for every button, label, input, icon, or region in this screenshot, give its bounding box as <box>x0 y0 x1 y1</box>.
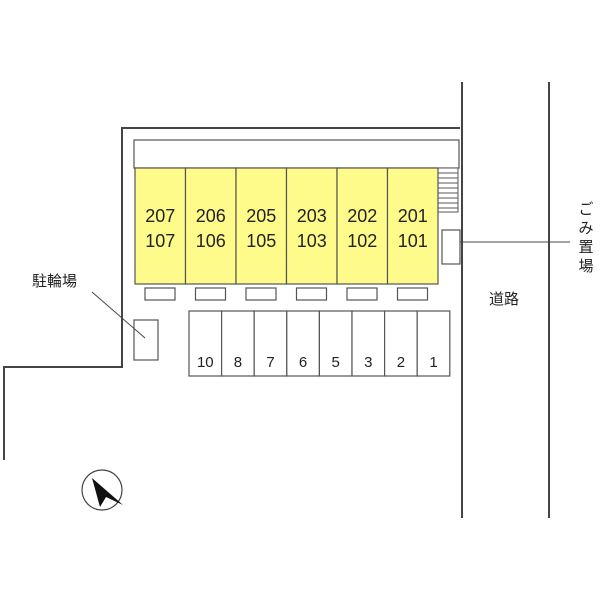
parking-space-number: 3 <box>364 354 372 371</box>
parking-space <box>384 310 418 377</box>
staircase <box>437 167 459 213</box>
unit-block <box>184 167 237 285</box>
parking-lot: 10 8 7 6 5 3 2 1 <box>188 310 451 377</box>
bicycle-parking-label: 駐輪場 <box>32 272 77 290</box>
garbage-area-label: ごみ置場 <box>578 200 593 275</box>
property-boundary <box>3 127 460 460</box>
balcony <box>396 287 429 301</box>
unit-block <box>134 167 187 285</box>
parking-space-number: 1 <box>429 354 437 371</box>
bicycle-parking-leader <box>91 291 146 339</box>
parking-space-number: 5 <box>332 354 340 371</box>
unit-lower-number: 105 <box>246 231 276 251</box>
road-label: 道路 <box>489 290 519 308</box>
unit-upper-number: 203 <box>297 206 327 226</box>
unit-block <box>336 167 389 285</box>
unit-block <box>235 167 288 285</box>
parking-space-number: 2 <box>397 354 405 371</box>
parking-space <box>188 310 223 377</box>
balcony <box>346 287 378 301</box>
unit-upper-number: 205 <box>246 206 276 226</box>
unit-lower-number: 106 <box>196 231 226 251</box>
unit-lower-number: 102 <box>347 231 377 251</box>
parking-space-number: 10 <box>197 354 214 371</box>
unit-upper-number: 201 <box>398 206 428 226</box>
balcony <box>194 287 227 301</box>
unit-upper-number: 207 <box>145 206 175 226</box>
unit-lower-number: 107 <box>145 231 175 251</box>
parking-space <box>286 310 320 377</box>
building-corridor <box>133 139 460 169</box>
parking-space <box>416 310 451 377</box>
unit-upper-number: 202 <box>347 206 377 226</box>
parking-space <box>351 310 386 377</box>
balcony <box>245 287 277 301</box>
balcony <box>144 287 176 301</box>
unit-upper-number: 206 <box>196 206 226 226</box>
balcony <box>295 287 328 301</box>
parking-space <box>318 310 353 377</box>
parking-space-number: 7 <box>266 354 274 371</box>
bicycle-parking-area <box>133 319 159 361</box>
unit-block <box>285 167 338 285</box>
parking-space-number: 6 <box>299 354 307 371</box>
unit-lower-number: 101 <box>398 231 428 251</box>
unit-lower-number: 103 <box>297 231 327 251</box>
garbage-area-box <box>441 229 461 265</box>
unit-block <box>386 167 439 285</box>
parking-space-number: 8 <box>234 354 242 371</box>
parking-space <box>221 310 255 377</box>
north-arrow-icon <box>81 469 123 511</box>
